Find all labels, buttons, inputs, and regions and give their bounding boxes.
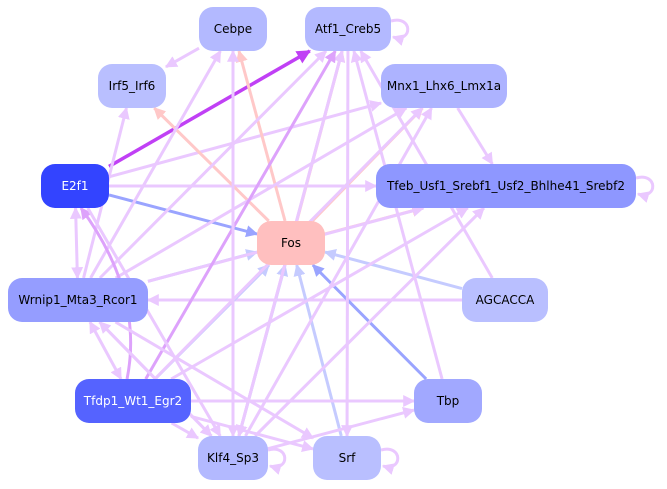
edge-wrnip1-to-atf1 [98, 49, 328, 280]
node-box [8, 278, 148, 322]
node-box [313, 436, 381, 480]
edge-tfeb-to-tfeb [635, 175, 655, 203]
node-box [376, 164, 636, 208]
node-box [75, 379, 191, 423]
node-label: Cebpe [214, 22, 252, 36]
node-mnx1[interactable]: Mnx1_Lhx6_Lmx1a [381, 64, 507, 108]
edge-srf-to-fos [293, 263, 343, 437]
node-cebpe[interactable]: Cebpe [199, 7, 267, 51]
node-e2f1[interactable]: E2f1 [41, 164, 109, 208]
node-box [257, 221, 325, 265]
edge-wrnip1-to-srf [114, 320, 315, 440]
node-atf1[interactable]: Atf1_Creb5 [305, 7, 391, 51]
node-label: Srf [339, 451, 357, 465]
node-fos[interactable]: Fos [257, 221, 325, 265]
edge-klf4-to-mnx1 [244, 106, 433, 437]
node-box [41, 164, 109, 208]
node-label: Klf4_Sp3 [207, 451, 259, 465]
edge-e2f1-to-klf4 [86, 207, 222, 438]
edge-e2f1-to-mnx1 [108, 100, 383, 179]
edge-tbp-to-atf1 [350, 49, 444, 380]
node-label: Tfdp1_Wt1_Egr2 [83, 394, 182, 408]
node-label: Atf1_Creb5 [315, 22, 381, 36]
node-tbp[interactable]: Tbp [414, 379, 482, 423]
node-box [199, 7, 267, 51]
node-irf5[interactable]: Irf5_Irf6 [98, 64, 166, 108]
edge-e2f1-to-fos [108, 193, 259, 238]
node-label: Tbp [436, 394, 460, 408]
edge-atf1-to-atf1 [390, 18, 410, 46]
edge-tfdp1-to-atf1 [144, 49, 337, 380]
edge-wrnip1-to-cebpe [89, 49, 222, 279]
node-wrnip1[interactable]: Wrnip1_Mta3_Rcor1 [8, 278, 148, 322]
edge-srf-to-srf [380, 447, 400, 475]
node-label: Irf5_Irf6 [109, 79, 156, 93]
edge-mnx1-to-tfeb [456, 107, 494, 166]
edge-cebpe-to-irf5 [164, 46, 200, 69]
edge-e2f1-to-atf1 [108, 49, 311, 168]
node-label: Mnx1_Lhx6_Lmx1a [387, 79, 501, 93]
node-tfeb[interactable]: Tfeb_Usf1_Srebf1_Usf2_Bhlhe41_Srebf2 [376, 164, 636, 208]
edge-fos-to-cebpe [235, 49, 287, 222]
node-label: E2f1 [61, 179, 88, 193]
node-label: Wrnip1_Mta3_Rcor1 [18, 293, 137, 307]
node-tfdp1[interactable]: Tfdp1_Wt1_Egr2 [75, 379, 191, 423]
edge-e2f1-to-wrnip1 [69, 206, 84, 280]
edge-klf4-to-tfeb [254, 206, 485, 438]
node-klf4[interactable]: Klf4_Sp3 [198, 436, 268, 480]
node-box [414, 379, 482, 423]
node-box [98, 64, 166, 108]
node-agcacca[interactable]: AGCACCA [462, 278, 548, 322]
node-label: AGCACCA [476, 293, 535, 307]
edge-tfdp1-to-tfeb [170, 206, 469, 381]
node-label: Fos [281, 236, 301, 250]
edge-atf1-to-srf [341, 50, 354, 438]
node-label: Tfeb_Usf1_Srebf1_Usf2_Bhlhe41_Srebf2 [386, 179, 625, 193]
edge-tfdp1-to-klf4 [170, 421, 200, 440]
node-box [305, 7, 391, 51]
edge-wrnip1-to-mnx1 [114, 106, 408, 280]
edge-klf4-to-klf4 [267, 447, 287, 475]
node-box [381, 64, 507, 108]
node-box [462, 278, 548, 322]
node-box [198, 436, 268, 480]
edge-wrnip1-to-tfdp1 [88, 320, 123, 381]
node-srf[interactable]: Srf [313, 436, 381, 480]
